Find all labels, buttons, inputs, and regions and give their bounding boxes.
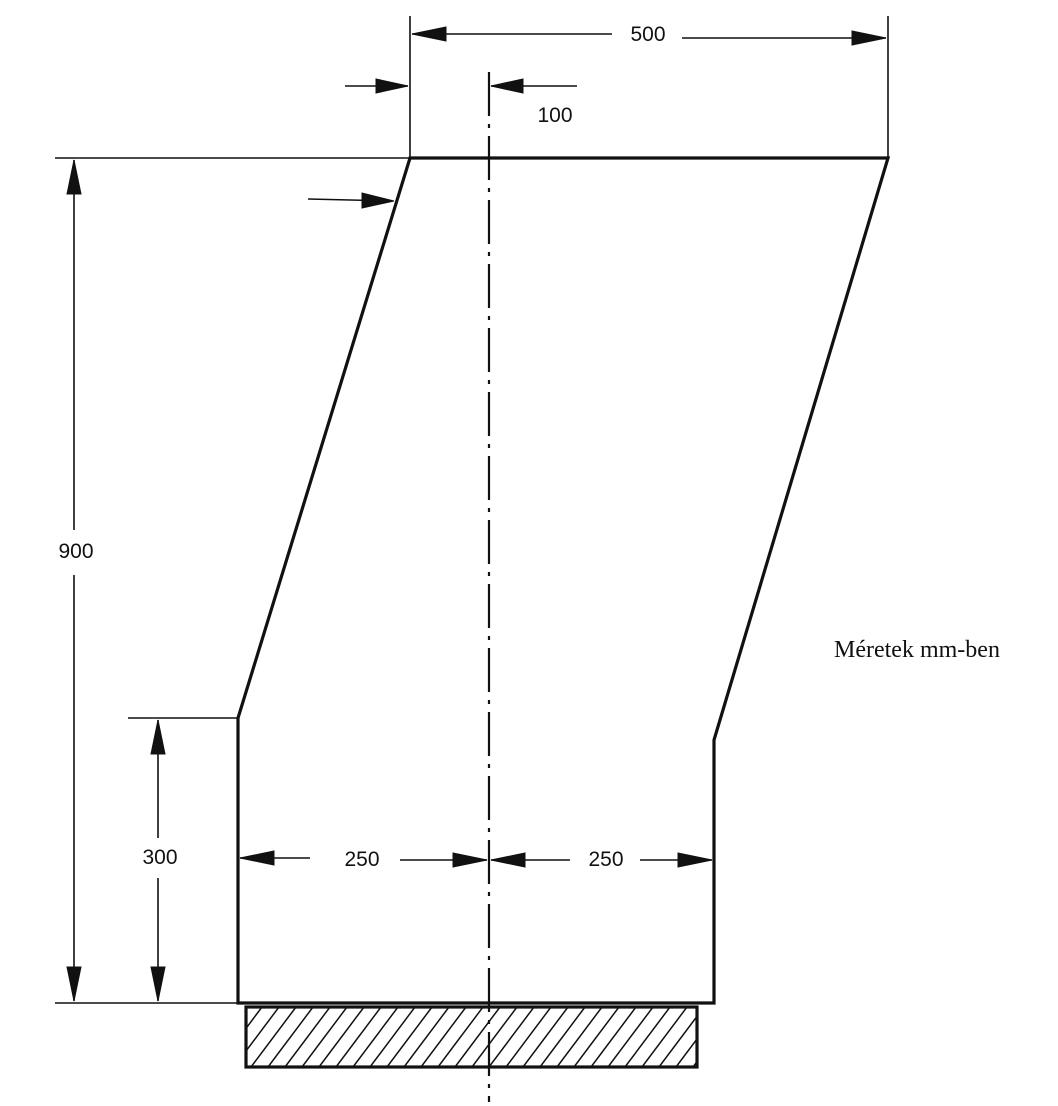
- arrow-total-height-bottom: [66, 966, 82, 1002]
- hatch-line: [624, 1007, 671, 1067]
- hatch-line: [369, 1007, 416, 1067]
- dim-label-lower-height: 300: [142, 846, 177, 869]
- hatch-line: [710, 1007, 755, 1067]
- dim-label-total-height: 900: [58, 540, 93, 563]
- arrow-total-height-top: [66, 159, 82, 195]
- hatch-line: [471, 1007, 518, 1067]
- leader-arrow-slant: [361, 192, 395, 209]
- base-hatching: [166, 1007, 806, 1067]
- hatch-line: [284, 1007, 331, 1067]
- hatch-line: [246, 1007, 263, 1030]
- arrow-lower-height-top: [150, 719, 166, 755]
- hatch-line: [522, 1007, 569, 1067]
- units-note: Méretek mm-ben: [834, 637, 1000, 663]
- hatch-line: [505, 1007, 552, 1067]
- hatch-line: [744, 1007, 789, 1067]
- hatch-line: [590, 1007, 637, 1067]
- hatch-line: [200, 1007, 245, 1067]
- hatch-line: [267, 1007, 314, 1067]
- hatch-line: [386, 1007, 433, 1067]
- arrow-half-left-inner: [452, 852, 488, 868]
- hatch-line: [250, 1007, 297, 1067]
- dim-label-half-left: 250: [344, 848, 379, 871]
- arrow-half-left-outer: [239, 850, 275, 866]
- arrow-offset-right: [490, 78, 524, 94]
- hatch-line: [641, 1007, 688, 1067]
- hatch-line: [675, 1037, 697, 1067]
- hatch-line: [437, 1007, 484, 1067]
- body-outline: [236, 156, 891, 1005]
- hatch-line: [454, 1007, 501, 1067]
- dim-label-half-right: 250: [588, 848, 623, 871]
- hatch-line: [761, 1007, 806, 1067]
- hatch-line: [607, 1007, 654, 1067]
- arrow-half-right-inner: [490, 852, 526, 868]
- hatch-line: [573, 1007, 620, 1067]
- hatch-line: [420, 1007, 467, 1067]
- base-block: [244, 1005, 699, 1069]
- hatch-line: [692, 1060, 697, 1067]
- arrow-top-width-left: [411, 26, 447, 42]
- arrow-half-right-outer: [677, 852, 713, 868]
- hatch-line: [335, 1007, 382, 1067]
- hatch-line: [539, 1007, 586, 1067]
- dim-label-top-width: 500: [630, 23, 665, 46]
- hatch-line: [556, 1007, 603, 1067]
- hatch-line: [318, 1007, 365, 1067]
- hatch-line: [301, 1007, 348, 1067]
- hatch-line: [246, 1007, 280, 1053]
- hatch-line: [352, 1007, 399, 1067]
- arrow-lower-height-bottom: [150, 966, 166, 1002]
- arrow-offset-left: [375, 78, 409, 94]
- hatch-line: [488, 1007, 535, 1067]
- hatch-line: [166, 1007, 211, 1067]
- hatch-line: [183, 1007, 228, 1067]
- dim-label-offset: 100: [537, 104, 572, 127]
- hatch-line: [727, 1007, 772, 1067]
- arrow-top-width-right: [851, 30, 887, 46]
- hatch-line: [403, 1007, 450, 1067]
